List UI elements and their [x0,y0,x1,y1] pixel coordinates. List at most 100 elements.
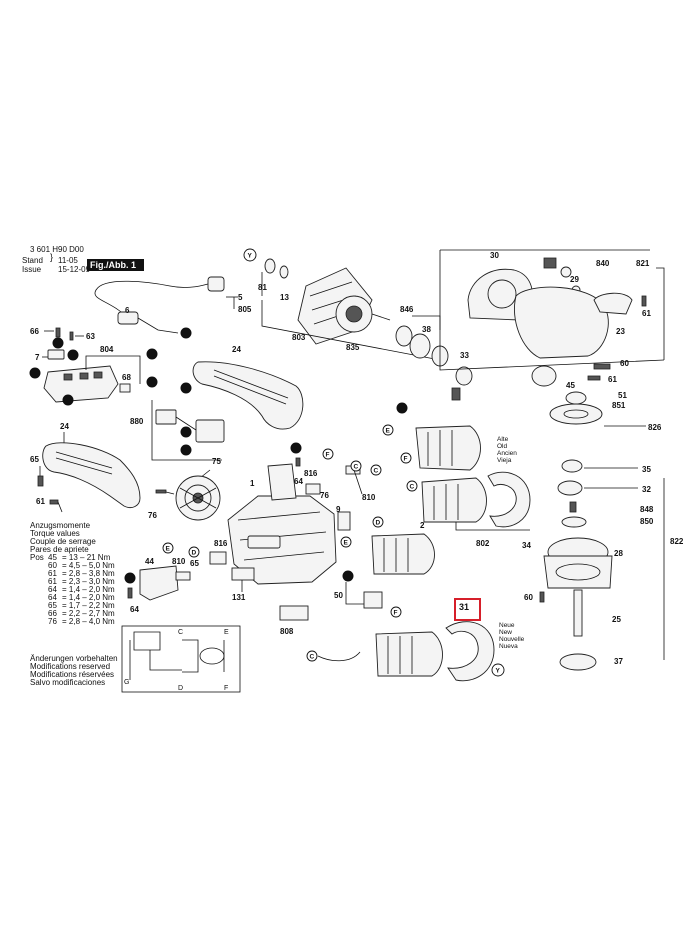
part-number: 816 [214,539,228,548]
part-number: 60 [620,359,629,368]
svg-text:F: F [394,610,398,617]
part-number: 45 [566,381,575,390]
lower-housing-group: 50 F C Y [306,570,505,682]
spindle-group: 822 35 32 848 850 34 28 60 25 37 [522,459,684,671]
svg-text:Y: Y [248,253,253,260]
torque-row-range: = 2,3 – 3,0 Nm [62,577,115,586]
torque-row-pos: 76 [48,617,57,626]
brace: } [50,252,54,262]
torque-row-pos: 61 [48,577,57,586]
torque-row-pos: 64 [48,593,57,602]
part-number: 805 [238,305,252,314]
part-number: 60 [524,593,533,602]
part-number: 5 [238,293,243,302]
armature: Y 81 13 803 835 [243,248,441,361]
old-label-1: Alte [497,436,509,443]
torque-row-range: = 1,4 – 2,0 Nm [62,593,115,602]
paddle-switch: 24 [192,345,304,430]
torque-row-range: = 1,4 – 2,0 Nm [62,585,115,594]
part-number: 816 [304,469,318,478]
switch-assembly: 804 68 [43,345,141,403]
part-number: 35 [642,465,651,474]
part-number: 68 [122,373,131,382]
part-number: 23 [616,327,625,336]
highlight-box [454,598,481,621]
part-number: 1 [250,479,255,488]
new-label-1: Neue [499,622,515,629]
part-number: 808 [280,627,294,636]
old-label-2: Old [497,443,508,450]
part-number: 835 [346,343,360,352]
part-number: 810 [172,557,186,566]
part-number: 32 [642,485,651,494]
part-number: 821 [636,259,650,268]
torque-row-range: = 2,8 – 4,0 Nm [62,617,115,626]
fan-75: 75 76 [148,457,221,521]
svg-text:G: G [124,679,129,686]
mod-note-4: Salvo modificaciones [30,678,106,687]
part-number: 851 [612,401,626,410]
torque-line-1: Anzugsmomente [30,521,91,530]
torque-line-2: Torque values [30,529,80,538]
part-number: 822 [670,537,684,546]
svg-text:D: D [192,550,197,557]
stand-label: Stand [22,256,43,265]
part-number: 28 [614,549,623,558]
old-label-4: Vieja [497,457,512,464]
part-number: 840 [596,259,610,268]
part-number: 13 [280,293,289,302]
part-number: 76 [148,511,157,520]
power-cord: 6 5 805 [94,276,252,334]
part-number: 802 [476,539,490,548]
torque-row-pos: 64 [48,585,57,594]
part-number: 846 [400,305,414,314]
part-number: 25 [612,615,621,624]
figure-tag: Fig./Abb. 1 [87,259,144,271]
svg-text:C: C [310,654,315,661]
part-number: 9 [336,505,341,514]
svg-text:C: C [354,464,359,471]
part-7: 7 [35,349,65,362]
part-number: 75 [212,457,221,466]
issue-label: Issue [22,265,42,274]
torque-line-3: Couple de serrage [30,537,96,546]
terminal-b-bubble [180,327,192,339]
svg-text:D: D [178,685,183,692]
svg-text:F: F [326,452,330,459]
part-number: 76 [320,491,329,500]
part-number: 848 [640,505,654,514]
part-number: 29 [570,275,579,284]
part-number: 880 [130,417,144,426]
new-label-3: Nouvelle [499,636,525,643]
svg-text:F: F [404,456,408,463]
part-number: 850 [640,517,654,526]
part-number: 64 [294,477,303,486]
part-number: 63 [86,332,95,341]
torque-row-range: = 2,8 – 3,8 Nm [62,569,115,578]
doc-number: 3 601 H90 D00 [30,245,84,254]
switch-880-group: 880 [130,400,225,461]
highlighted-part-number: 31 [459,602,470,612]
new-label-4: Nueva [499,643,518,650]
svg-text:E: E [386,428,391,435]
svg-text:C: C [178,629,183,636]
part-number: 61 [36,497,45,506]
mod-note-3: Modifications réservées [30,670,115,679]
new-label-2: New [499,629,513,636]
part-number: 804 [100,345,114,354]
part-number: 24 [232,345,241,354]
label-plate-808: 808 [279,605,309,636]
auxiliary-handle: 24 65 61 [30,422,141,513]
torque-pos-label: Pos [30,553,44,562]
part-number: 810 [362,493,376,502]
part-number: 44 [145,557,154,566]
bearings-846: 846 38 33 [395,305,473,401]
svg-text:C: C [374,468,379,475]
svg-text:E: E [344,540,349,547]
torque-row-pos: 61 [48,569,57,578]
part-number: 65 [30,455,39,464]
part-number: 33 [460,351,469,360]
svg-text:Y: Y [496,668,501,675]
